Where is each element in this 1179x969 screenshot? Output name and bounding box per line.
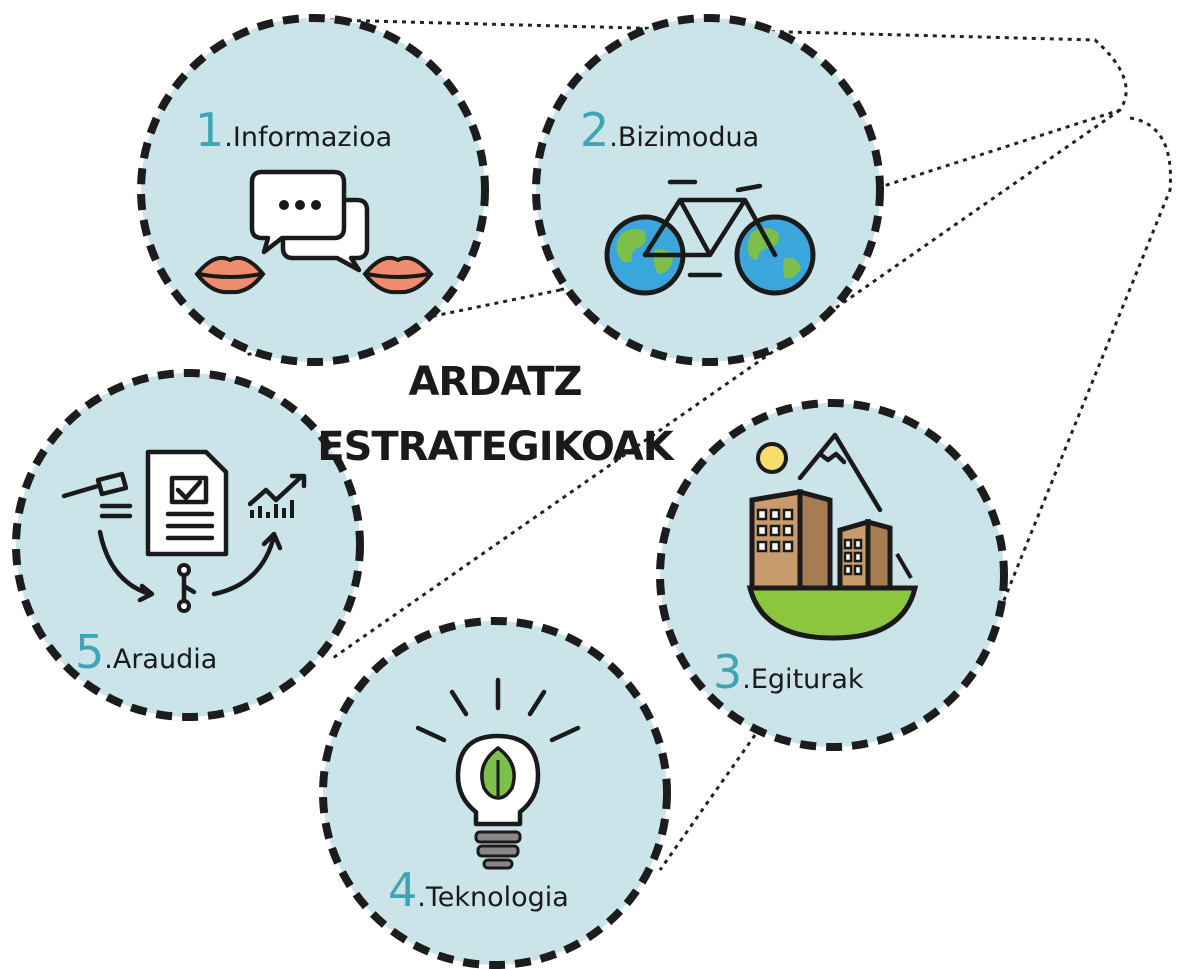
- axis-1-number: 1: [195, 103, 224, 157]
- svg-text:3.Egiturak: 3.Egiturak: [713, 645, 864, 699]
- lightbulb-leaf-icon: [415, 677, 581, 870]
- axis-3-number: 3: [713, 645, 742, 699]
- axis-3-label: .Egiturak: [742, 664, 864, 695]
- connector-loop-right: [329, 108, 1172, 662]
- axis-circle-egiturak: 3.Egiturak: [656, 399, 1008, 751]
- svg-text:5.Araudia: 5.Araudia: [75, 625, 217, 679]
- axis-circle-bizimodua: 2.Bizimodua: [532, 14, 884, 366]
- buildings-mountain-sun-icon: [746, 432, 919, 641]
- speech-bubbles-lips-icon: [194, 169, 434, 295]
- svg-text:2.Bizimodua: 2.Bizimodua: [580, 103, 759, 157]
- title-line-2: ESTRATEGIKOAK: [317, 424, 675, 470]
- title-line-1: ARDATZ: [408, 359, 581, 405]
- circle-2-background: [532, 14, 884, 366]
- connector-1-outer: [329, 18, 1128, 292]
- axis-circle-informazioa: 1.Informazioa: [137, 14, 489, 366]
- connector-lines: [244, 18, 1172, 871]
- connector-3-4: [658, 734, 757, 871]
- axis-4-label: .Teknologia: [417, 882, 569, 913]
- axis-1-label: .Informazioa: [224, 122, 392, 153]
- axis-2-number: 2: [580, 103, 609, 157]
- svg-text:4.Teknologia: 4.Teknologia: [388, 863, 569, 917]
- center-title: ARDATZ ESTRATEGIKOAK: [317, 359, 676, 470]
- axis-4-number: 4: [388, 863, 417, 917]
- svg-text:1.Informazioa: 1.Informazioa: [195, 103, 392, 157]
- axis-circle-teknologia: 4.Teknologia: [319, 617, 671, 969]
- gavel-document-growth-icon: [61, 449, 307, 613]
- axis-2-label: .Bizimodua: [609, 122, 759, 153]
- axis-5-number: 5: [75, 625, 104, 679]
- axis-5-label: .Araudia: [104, 644, 217, 675]
- axis-circle-araudia: 5.Araudia: [12, 369, 364, 721]
- bicycle-earth-wheels-icon: [604, 179, 816, 296]
